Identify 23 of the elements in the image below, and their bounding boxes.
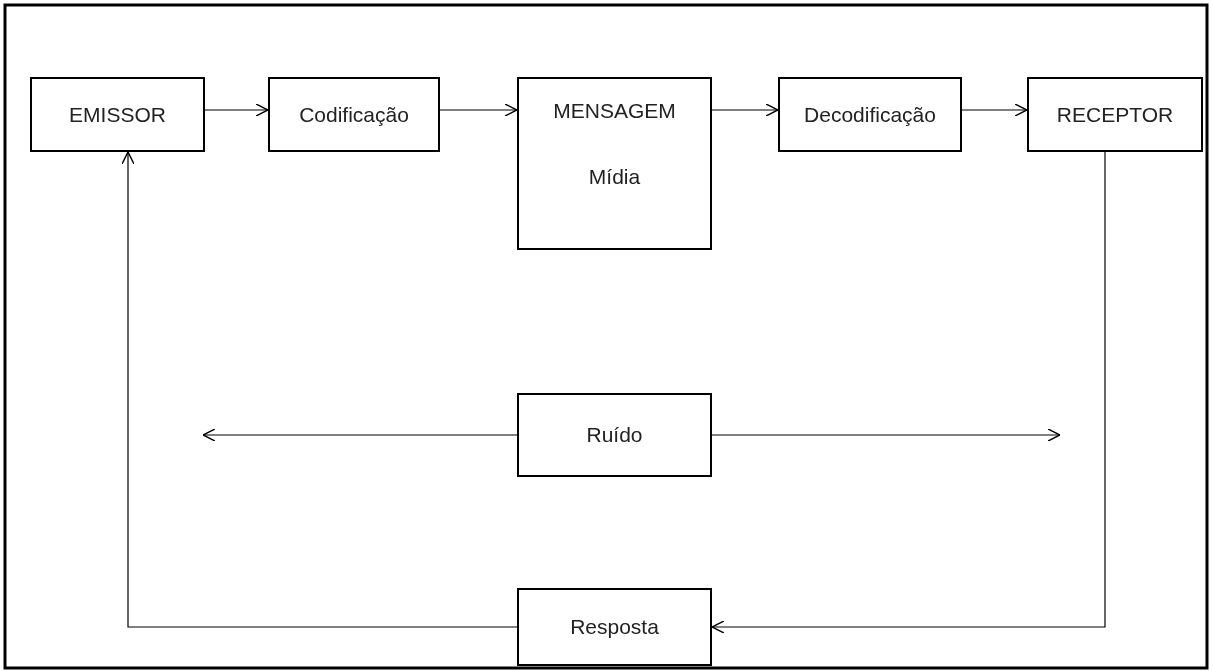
process-box: [1027, 77, 1203, 152]
arrow: [204, 103, 269, 117]
arrow: [711, 428, 1061, 442]
box-label: Resposta: [570, 615, 659, 639]
arrow: [961, 103, 1028, 117]
process-box: [517, 588, 712, 666]
box-label: Decodificação: [804, 102, 936, 127]
arrow: [202, 428, 518, 442]
box-label: Codificação: [299, 102, 409, 127]
process-box: [517, 77, 712, 250]
arrow: [711, 151, 1106, 634]
process-box: [517, 393, 712, 477]
process-box: [778, 77, 962, 152]
box-label: RECEPTOR: [1056, 102, 1174, 127]
arrow: [711, 103, 779, 117]
box-label: EMISSOR: [69, 102, 166, 127]
arrow: [121, 151, 518, 628]
process-box: [268, 77, 440, 152]
arrow: [439, 103, 518, 117]
box-label: Mídia: [588, 165, 641, 189]
process-box: [30, 77, 205, 152]
box-label: Ruído: [586, 423, 643, 447]
box-label: MENSAGEM: [553, 99, 676, 123]
